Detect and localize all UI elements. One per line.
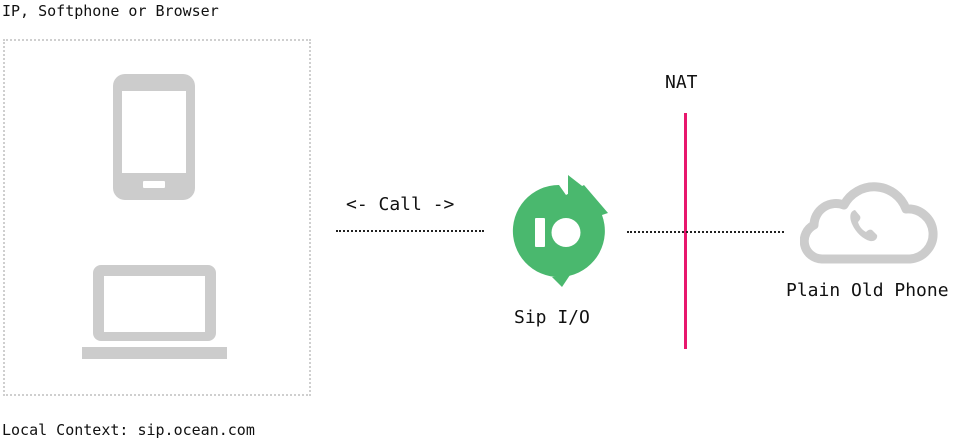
- nat-label: NAT: [665, 72, 698, 93]
- call-connection-line: [336, 230, 484, 232]
- call-label: <- Call ->: [346, 194, 455, 215]
- plain-old-phone-label: Plain Old Phone: [786, 280, 949, 301]
- client-context-title: IP, Softphone or Browser: [2, 2, 219, 20]
- laptop-icon: [82, 265, 227, 359]
- cloud-phone-icon: [800, 182, 938, 264]
- sipio-logo-icon: [512, 175, 608, 287]
- smartphone-icon: [113, 74, 195, 200]
- local-context-label: Local Context: sip.ocean.com: [2, 421, 255, 439]
- pstn-connection-line: [627, 231, 784, 233]
- sipio-label: Sip I/O: [514, 307, 590, 328]
- local-context-box: [3, 39, 311, 396]
